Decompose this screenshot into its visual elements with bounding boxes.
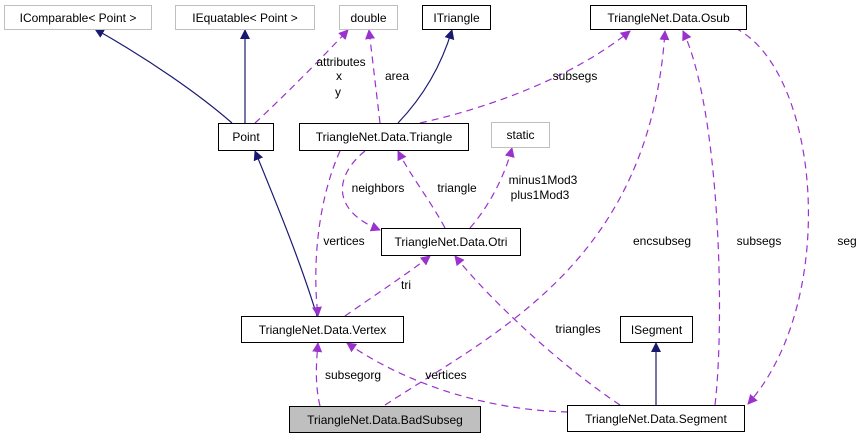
node-iequatable-point[interactable]: IEquatable< Point > bbox=[175, 5, 315, 30]
edge-label-y: y bbox=[335, 85, 341, 99]
node-itriangle[interactable]: ITriangle bbox=[422, 5, 491, 30]
node-double[interactable]: double bbox=[339, 5, 398, 30]
edge-label-plus1mod3: plus1Mod3 bbox=[511, 188, 570, 202]
edge-triangle-to-double bbox=[365, 29, 381, 124]
edge-badsubseg-to-osub bbox=[384, 30, 670, 406]
edge-label-subsegorg: subsegorg bbox=[325, 368, 381, 382]
edge-label-triangle: triangle bbox=[437, 181, 477, 195]
edge-label-neighbors: neighbors bbox=[352, 181, 405, 195]
edge-label-minus1mod3: minus1Mod3 bbox=[509, 173, 578, 187]
node-icomparable-point[interactable]: IComparable< Point > bbox=[4, 5, 152, 30]
edge-label-subsegs-segment: subsegs bbox=[737, 234, 782, 248]
edge-label-x: x bbox=[336, 69, 342, 83]
node-static[interactable]: static bbox=[491, 122, 550, 148]
edge-label-vertices-triangle: vertices bbox=[323, 234, 364, 248]
edge-triangle-to-osub bbox=[419, 30, 631, 124]
edge-badsubseg-to-vertex bbox=[312, 342, 323, 407]
node-otri[interactable]: TriangleNet.Data.Otri bbox=[381, 228, 521, 256]
node-triangle[interactable]: TriangleNet.Data.Triangle bbox=[299, 123, 469, 151]
node-segment[interactable]: TriangleNet.Data.Segment bbox=[567, 405, 745, 432]
node-badsubseg[interactable]: TriangleNet.Data.BadSubseg bbox=[289, 406, 481, 433]
edge-triangle-to-itriangle bbox=[397, 29, 455, 124]
node-osub[interactable]: TriangleNet.Data.Osub bbox=[590, 5, 747, 30]
edge-segment-to-osub bbox=[682, 30, 721, 406]
edge-label-encsubseg: encsubseg bbox=[633, 234, 691, 248]
edge-segment-to-vertex bbox=[346, 342, 569, 413]
edge-point-to-double bbox=[254, 29, 349, 124]
edge-label-attributes: attributes bbox=[316, 55, 365, 69]
node-isegment[interactable]: ISegment bbox=[620, 316, 693, 343]
edge-label-vertices-segment: vertices bbox=[425, 368, 466, 382]
edge-label-subsegs-triangle: subsegs bbox=[553, 69, 598, 83]
edge-osub-to-segment bbox=[734, 27, 810, 405]
node-point[interactable]: Point bbox=[218, 123, 274, 151]
edge-vertex-to-otri bbox=[344, 255, 431, 317]
edge-label-seg: seg bbox=[837, 234, 856, 248]
edge-segment-to-otri bbox=[454, 255, 621, 406]
edge-label-tri: tri bbox=[401, 278, 411, 292]
edge-vertex-to-point bbox=[253, 150, 318, 317]
node-vertex[interactable]: TriangleNet.Data.Vertex bbox=[241, 316, 404, 343]
edge-label-triangles: triangles bbox=[555, 322, 600, 336]
edge-triangle-to-otri bbox=[341, 150, 381, 232]
edge-triangle-to-vertex bbox=[311, 150, 341, 317]
edge-point-to-icomparable bbox=[94, 28, 233, 124]
edge-label-area: area bbox=[385, 69, 409, 83]
